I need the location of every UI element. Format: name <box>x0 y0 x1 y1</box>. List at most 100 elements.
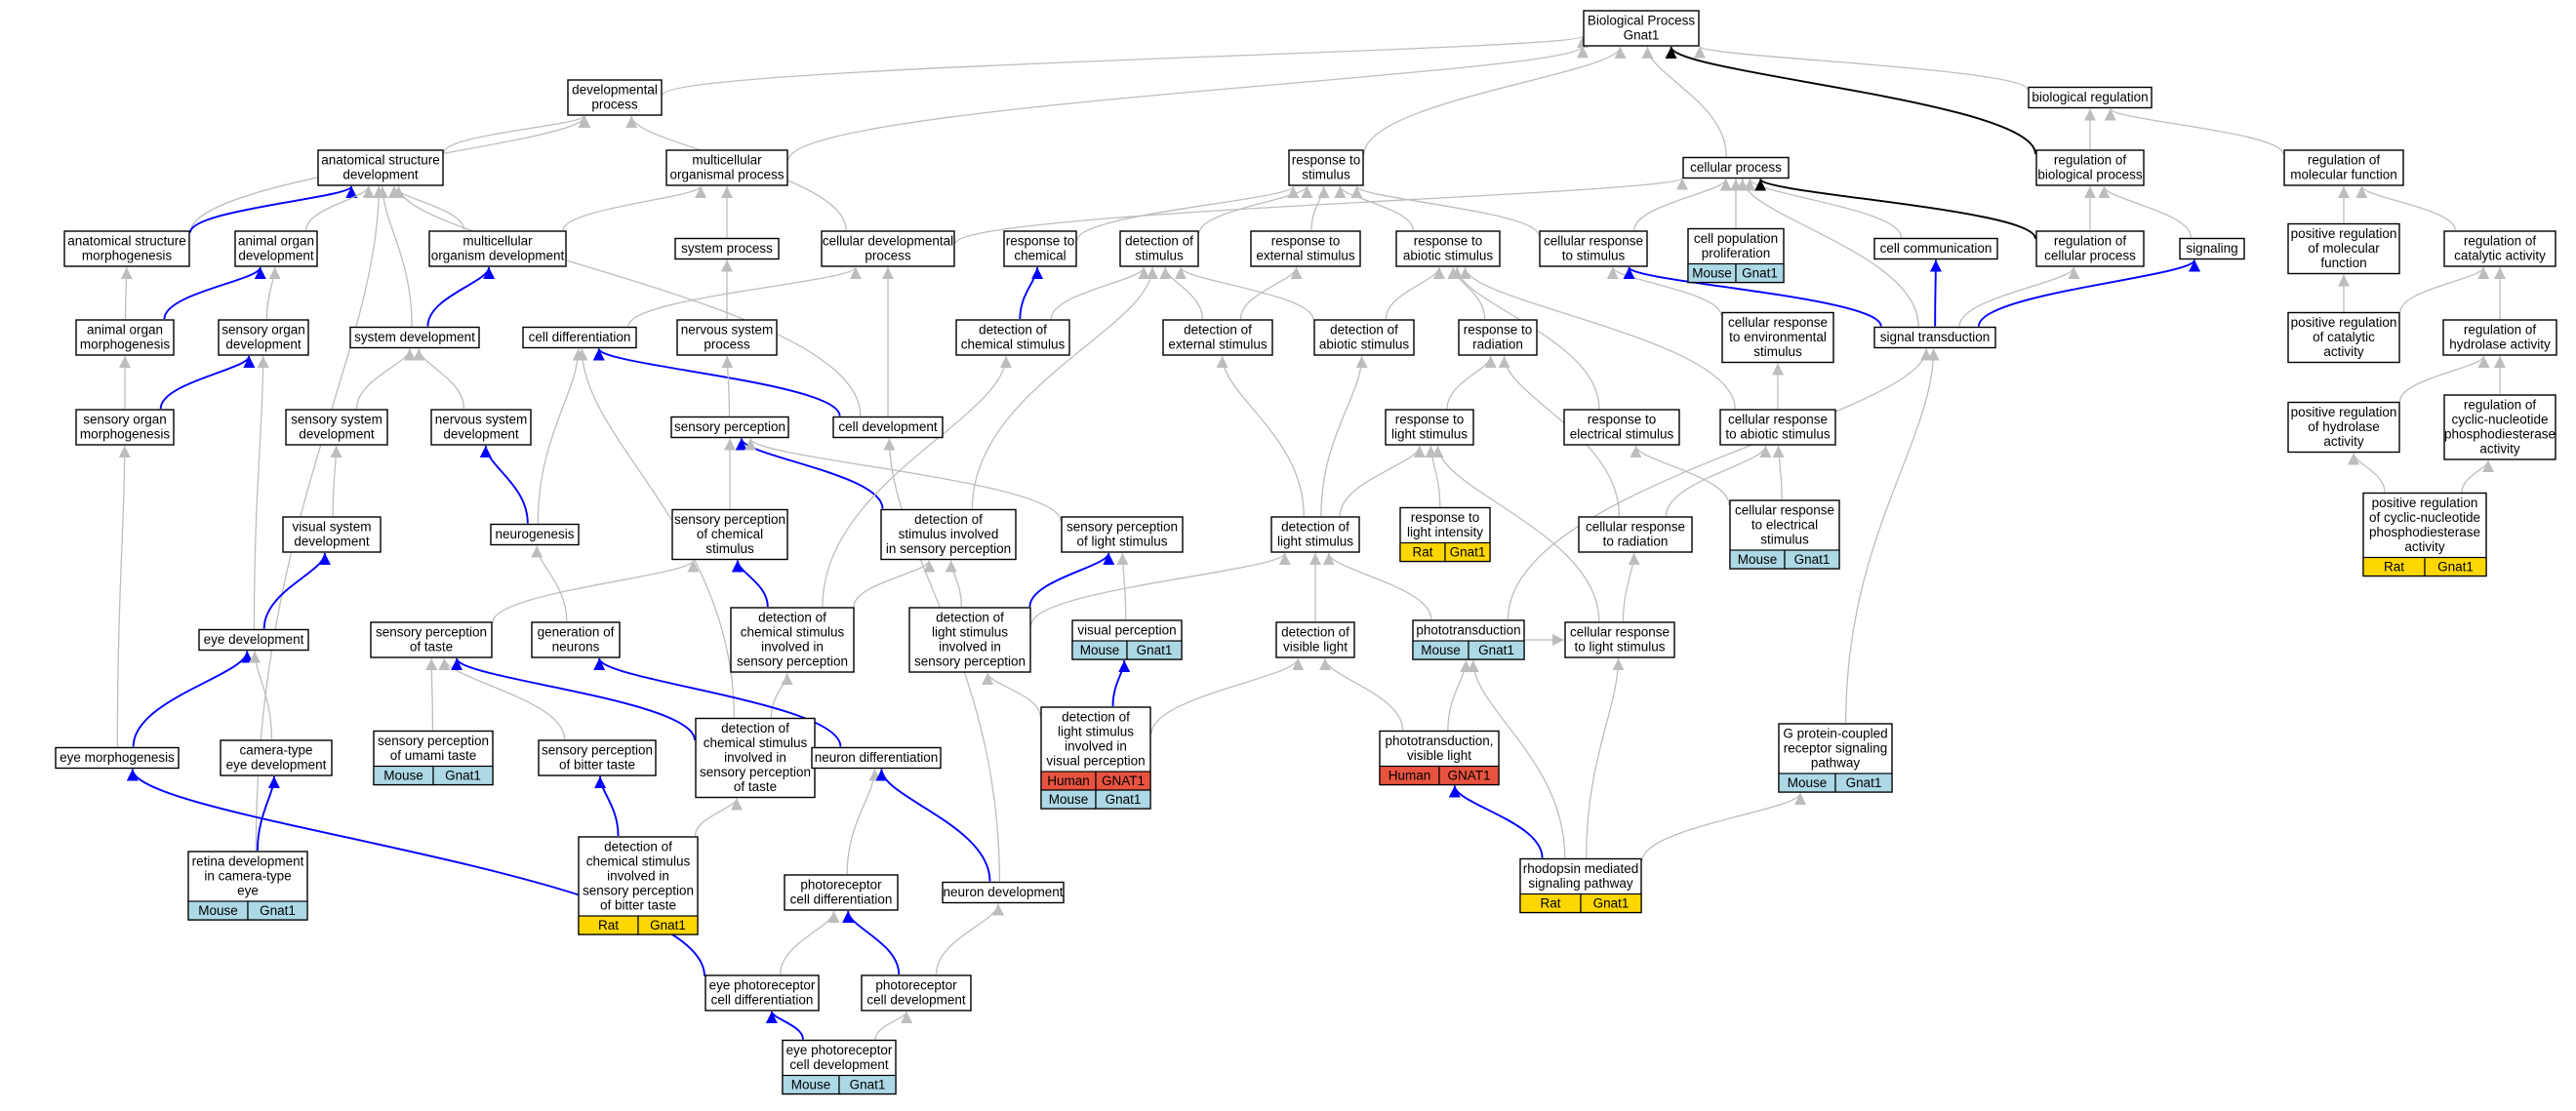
relation-edge-gray <box>721 355 734 417</box>
node-label-line: cellular response <box>1570 625 1670 640</box>
go-term-node: neurogenesis <box>490 523 580 546</box>
node-label-line: cellular process <box>2044 249 2136 263</box>
gene-cell <box>1444 541 1491 563</box>
node-label-line: function <box>2320 256 2366 270</box>
gene-cell <box>1580 893 1642 914</box>
node-label-line: phototransduction, <box>1385 734 1493 748</box>
node-label-line: cellular response <box>1728 413 1828 427</box>
node-box <box>55 746 180 770</box>
node-box <box>567 79 663 116</box>
node-label-line: detection of <box>914 512 983 527</box>
node-box <box>2443 230 2556 267</box>
node-label-line: neuron development <box>943 885 1063 899</box>
relation-edge-gray <box>392 185 862 417</box>
gene-cell <box>1468 640 1525 660</box>
node-box <box>522 326 637 349</box>
node-label-line: anatomical structure <box>67 234 186 249</box>
node-box <box>2443 394 2556 460</box>
relation-edge-gray <box>1431 445 1600 622</box>
node-box <box>1275 621 1355 658</box>
node-label-line: sensory perception <box>674 419 785 434</box>
relation-edge-gray <box>1459 266 1736 410</box>
gene-cell <box>247 900 308 921</box>
node-box <box>370 621 493 658</box>
node-label-line: detection of <box>1281 625 1349 640</box>
node-label-line: camera-type <box>239 743 312 758</box>
node-label-line: Biological Process <box>1588 14 1696 28</box>
relation-edge-gray <box>1447 659 1472 731</box>
gene-cell <box>1126 640 1183 660</box>
node-box <box>218 319 309 356</box>
node-label-line: sensory organ <box>83 413 167 427</box>
node-label-line: regulation of <box>2464 234 2537 249</box>
gene-cell <box>432 765 494 786</box>
node-box <box>861 974 972 1012</box>
node-label-line: light stimulus <box>932 625 1008 640</box>
node-label-line: detection of <box>936 611 1004 625</box>
relation-edge-blue <box>1448 785 1544 858</box>
node-label-line: biological regulation <box>2032 90 2148 104</box>
node-label-line: sensory perception <box>914 655 1026 669</box>
node-label-line: stimulus <box>1302 168 1350 182</box>
go-term-node: system development <box>349 326 480 349</box>
go-term-node: neuron differentiation <box>811 746 942 770</box>
relation-edge-gray <box>255 185 385 852</box>
node-box <box>1162 319 1273 356</box>
node-box <box>665 149 788 186</box>
node-box <box>832 416 944 439</box>
node-label-line: of hydrolase <box>2308 419 2380 434</box>
node-label-line: generation of <box>538 625 615 640</box>
node-label-line: detection of <box>1062 710 1130 725</box>
node-label-line: phosphodiesterase <box>2369 525 2480 539</box>
gene-cell <box>1438 765 1500 786</box>
go-term-node: cell differentiation <box>522 326 637 349</box>
node-label-line: stimulus involved <box>899 527 999 541</box>
node-label-line: neuron differentiation <box>815 750 939 765</box>
node-label-line: animal organ <box>238 234 314 249</box>
relation-edge-gray <box>2399 266 2490 312</box>
node-label-line: to abiotic stimulus <box>1725 427 1831 442</box>
gene-label: Gnat1 <box>445 769 481 783</box>
relation-edge-gray <box>1198 185 1313 234</box>
node-label-line: development <box>299 427 375 442</box>
node-label-line: retina development <box>192 854 304 869</box>
relation-edge-gray <box>1446 355 1497 410</box>
node-label-line: sensory perception <box>1067 520 1178 535</box>
node-box <box>2179 237 2245 260</box>
node-label-line: detection of <box>758 611 826 625</box>
node-label-line: involved in <box>761 640 824 655</box>
node-label-line: biological process <box>2037 168 2143 182</box>
node-box <box>1270 516 1360 553</box>
node-label-line: detection of <box>1184 323 1252 337</box>
node-box <box>1719 409 1836 446</box>
relation-edge-gray <box>1320 355 1368 517</box>
relation-edge-gray <box>1845 348 1940 724</box>
relation-edge-gray <box>1030 552 1291 625</box>
relation-edge-gray <box>376 185 413 327</box>
gene-label: Gnat1 <box>1450 545 1486 560</box>
node-label-line: detection of <box>979 323 1047 337</box>
node-label-line: sensory organ <box>221 323 305 337</box>
node-box <box>198 628 309 652</box>
species-label: Mouse <box>383 769 423 783</box>
node-box <box>670 416 789 439</box>
